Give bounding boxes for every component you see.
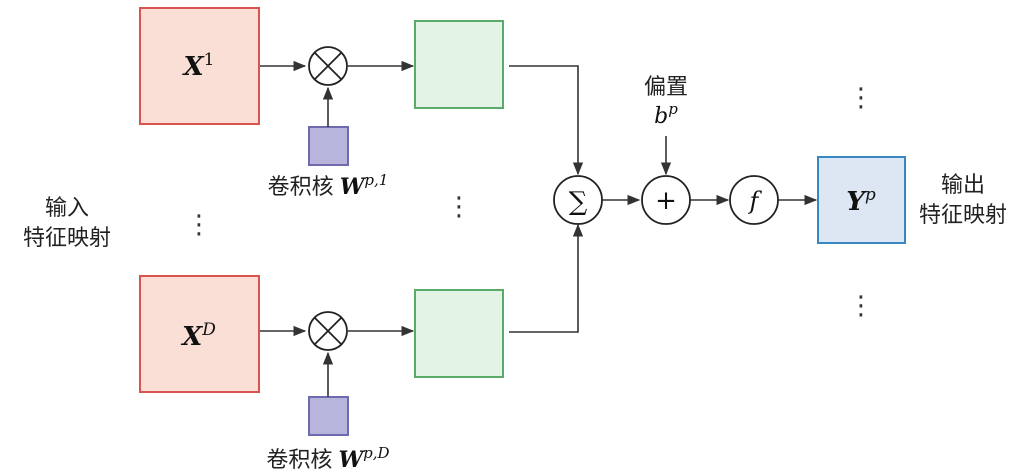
conv-ellipsis: ⋮ xyxy=(446,192,472,222)
arrow-conv1-to-sum xyxy=(509,65,584,176)
kernel-1 xyxy=(308,126,349,166)
input-map-1 xyxy=(139,7,260,125)
output-map-label: Yp xyxy=(846,185,876,217)
input-map-d xyxy=(139,275,260,393)
output-ellipsis-top: ⋮ xyxy=(848,83,874,113)
bias-label: 偏置 xyxy=(644,75,688,100)
input-map-d-label: XD xyxy=(180,320,216,352)
input-label-line2: 特征映射 xyxy=(23,226,111,251)
arrow-convd-to-sum xyxy=(509,223,584,333)
input-label-line1: 输入 xyxy=(45,196,89,221)
multiply-icon-db xyxy=(313,316,343,346)
conv-result-1 xyxy=(414,20,504,109)
output-ellipsis-bottom: ⋮ xyxy=(848,291,874,321)
multiply-icon-1b xyxy=(313,51,343,81)
kernel-d xyxy=(308,396,349,436)
input-map-1-label: X1 xyxy=(181,50,214,82)
conv-result-d xyxy=(414,289,504,378)
input-ellipsis: ⋮ xyxy=(186,210,212,240)
plus-icon: + xyxy=(655,186,677,216)
sum-icon: ∑ xyxy=(569,187,588,217)
bias-symbol: bp xyxy=(654,100,678,129)
output-label-line1: 输出 xyxy=(941,173,985,198)
output-label-line2: 特征映射 xyxy=(919,203,1007,228)
output-map xyxy=(817,156,906,244)
